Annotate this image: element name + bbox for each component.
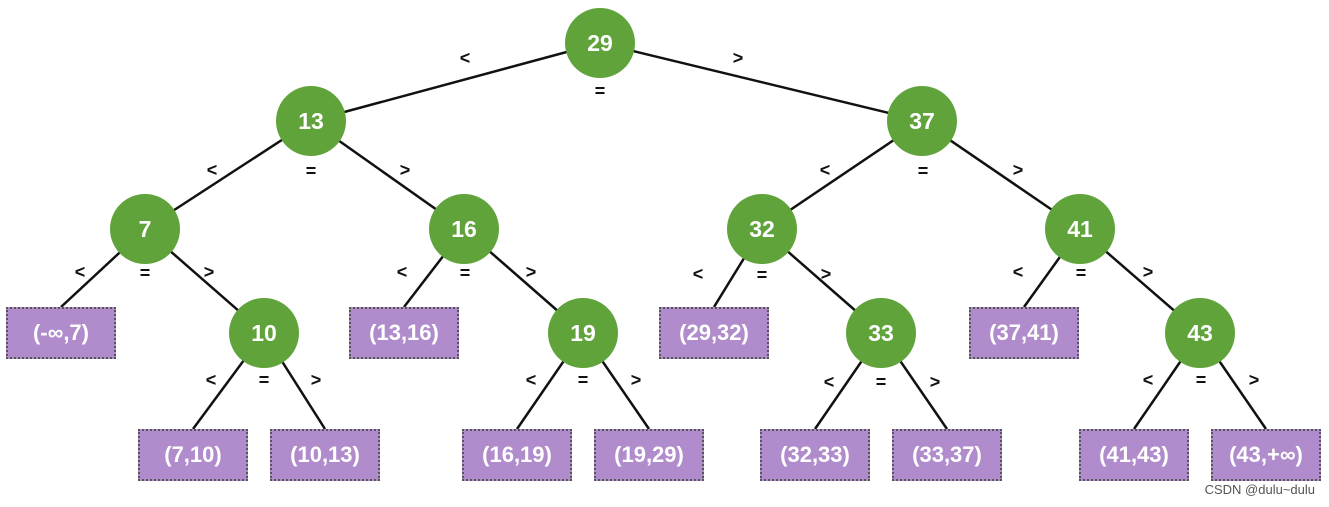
op-greater-41: >: [1142, 262, 1154, 282]
interval-leaf-13-16: (13,16): [349, 307, 459, 359]
node-7: 7: [110, 194, 180, 264]
op-less-32: <: [692, 264, 704, 284]
interval-leaf-19-29: (19,29): [594, 429, 704, 481]
interval-leaf-7-10: (7,10): [138, 429, 248, 481]
op-less-37: <: [819, 160, 831, 180]
op-less-33: <: [823, 372, 835, 392]
watermark: CSDN @dulu~dulu: [1204, 482, 1315, 497]
op-greater-10: >: [310, 370, 322, 390]
op-equal-41: =: [1075, 263, 1087, 283]
interval-leaf-10-13: (10,13): [270, 429, 380, 481]
node-10: 10: [229, 298, 299, 368]
interval-leaf-33-37: (33,37): [892, 429, 1002, 481]
op-equal-7: =: [139, 263, 151, 283]
op-greater-32: >: [820, 264, 832, 284]
op-less-16: <: [396, 262, 408, 282]
op-equal-10: =: [258, 370, 270, 390]
op-equal-19: =: [577, 370, 589, 390]
op-greater-33: >: [929, 372, 941, 392]
interval-leaf-29-32: (29,32): [659, 307, 769, 359]
interval-leaf-32-33: (32,33): [760, 429, 870, 481]
op-less-19: <: [525, 370, 537, 390]
node-16: 16: [429, 194, 499, 264]
op-equal-29: =: [594, 81, 606, 101]
op-less-13: <: [206, 160, 218, 180]
op-greater-19: >: [630, 370, 642, 390]
node-19: 19: [548, 298, 618, 368]
edge-n29-n37: [599, 41, 923, 123]
op-less-41: <: [1012, 262, 1024, 282]
node-37: 37: [887, 86, 957, 156]
op-less-29: <: [459, 48, 471, 68]
node-29: 29: [565, 8, 635, 78]
op-equal-16: =: [459, 263, 471, 283]
op-greater-37: >: [1012, 160, 1024, 180]
interval-leaf-neg-inf-7: (-∞,7): [6, 307, 116, 359]
op-greater-29: >: [732, 48, 744, 68]
op-equal-32: =: [756, 265, 768, 285]
op-equal-43: =: [1195, 370, 1207, 390]
node-41: 41: [1045, 194, 1115, 264]
op-greater-43: >: [1248, 370, 1260, 390]
op-less-43: <: [1142, 370, 1154, 390]
op-less-10: <: [205, 370, 217, 390]
interval-leaf-37-41: (37,41): [969, 307, 1079, 359]
interval-leaf-43-pos-inf: (43,+∞): [1211, 429, 1321, 481]
node-33: 33: [846, 298, 916, 368]
op-greater-16: >: [525, 262, 537, 282]
op-greater-13: >: [399, 160, 411, 180]
node-32: 32: [727, 194, 797, 264]
op-less-7: <: [74, 262, 86, 282]
op-equal-13: =: [305, 161, 317, 181]
op-greater-7: >: [203, 262, 215, 282]
interval-leaf-16-19: (16,19): [462, 429, 572, 481]
op-equal-37: =: [917, 161, 929, 181]
interval-leaf-41-43: (41,43): [1079, 429, 1189, 481]
edge-n29-n13: [310, 41, 601, 123]
node-13: 13: [276, 86, 346, 156]
op-equal-33: =: [875, 372, 887, 392]
node-43: 43: [1165, 298, 1235, 368]
